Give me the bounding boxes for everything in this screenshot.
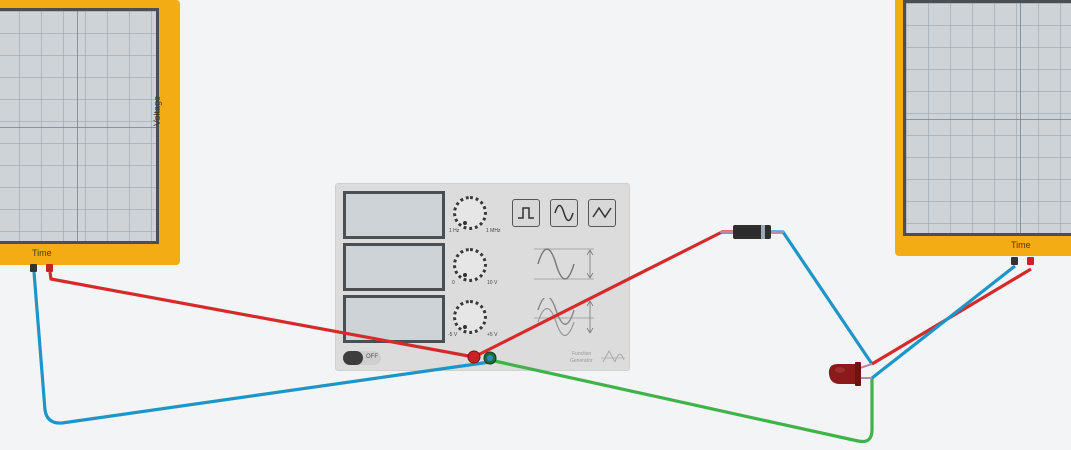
time-axis-label: Time: [1011, 240, 1031, 250]
oscilloscope-left-screen: [0, 8, 159, 244]
sine-wave-button[interactable]: [550, 199, 578, 227]
dc-offset-display: [343, 295, 445, 343]
time-axis-label: Time: [32, 248, 52, 258]
triangle-wave-icon: [592, 206, 612, 219]
offset-diagram-icon: [534, 298, 594, 336]
dc-offset-knob[interactable]: [453, 300, 487, 334]
frequency-display: [343, 191, 445, 239]
frequency-min-label: 1 Hz: [449, 228, 460, 234]
power-toggle[interactable]: OFF: [343, 351, 381, 365]
wire-red-left[interactable]: [48, 271, 475, 359]
frequency-knob[interactable]: [453, 196, 487, 230]
scope-right-probe-red[interactable]: [1027, 257, 1034, 265]
oscilloscope-right[interactable]: Time: [895, 0, 1071, 256]
dc-offset-max-label: +5 V: [487, 332, 498, 338]
scope-left-probe-black[interactable]: [30, 264, 37, 272]
diode[interactable]: [720, 225, 784, 239]
scope-left-probe-red[interactable]: [46, 264, 53, 272]
function-generator[interactable]: 1 Hz 1 MHz 0 10 V -5 V +5 V OFF Function…: [335, 183, 630, 371]
dc-offset-min-label: -5 V: [448, 332, 458, 338]
square-wave-button[interactable]: [512, 199, 540, 227]
wire-blue-right[interactable]: [871, 264, 1016, 380]
function-generator-logo-icon: [601, 349, 625, 363]
sine-wave-icon: [554, 204, 574, 222]
triangle-wave-button[interactable]: [588, 199, 616, 227]
generator-positive-terminal[interactable]: [467, 350, 481, 364]
amplitude-diagram-icon: [534, 248, 594, 280]
wire-green[interactable]: [489, 358, 874, 444]
oscilloscope-right-screen: [903, 0, 1071, 236]
brand-label-line2: Generator: [570, 358, 593, 364]
wire-blue-diode-led[interactable]: [770, 230, 874, 365]
amplitude-knob[interactable]: [453, 248, 487, 282]
led[interactable]: [828, 362, 873, 386]
square-wave-icon: [518, 207, 534, 219]
amplitude-max-label: 10 V: [487, 280, 498, 286]
amplitude-min-label: 0: [452, 280, 455, 286]
power-state-label: OFF: [366, 354, 378, 360]
oscilloscope-left[interactable]: Time Voltage: [0, 0, 180, 265]
amplitude-display: [343, 243, 445, 291]
wire-red-diode[interactable]: [473, 230, 734, 359]
scope-right-probe-black[interactable]: [1011, 257, 1018, 265]
brand-label-line1: Function: [572, 351, 592, 357]
wire-blue-left[interactable]: [32, 271, 491, 425]
frequency-max-label: 1 MHz: [486, 228, 501, 234]
